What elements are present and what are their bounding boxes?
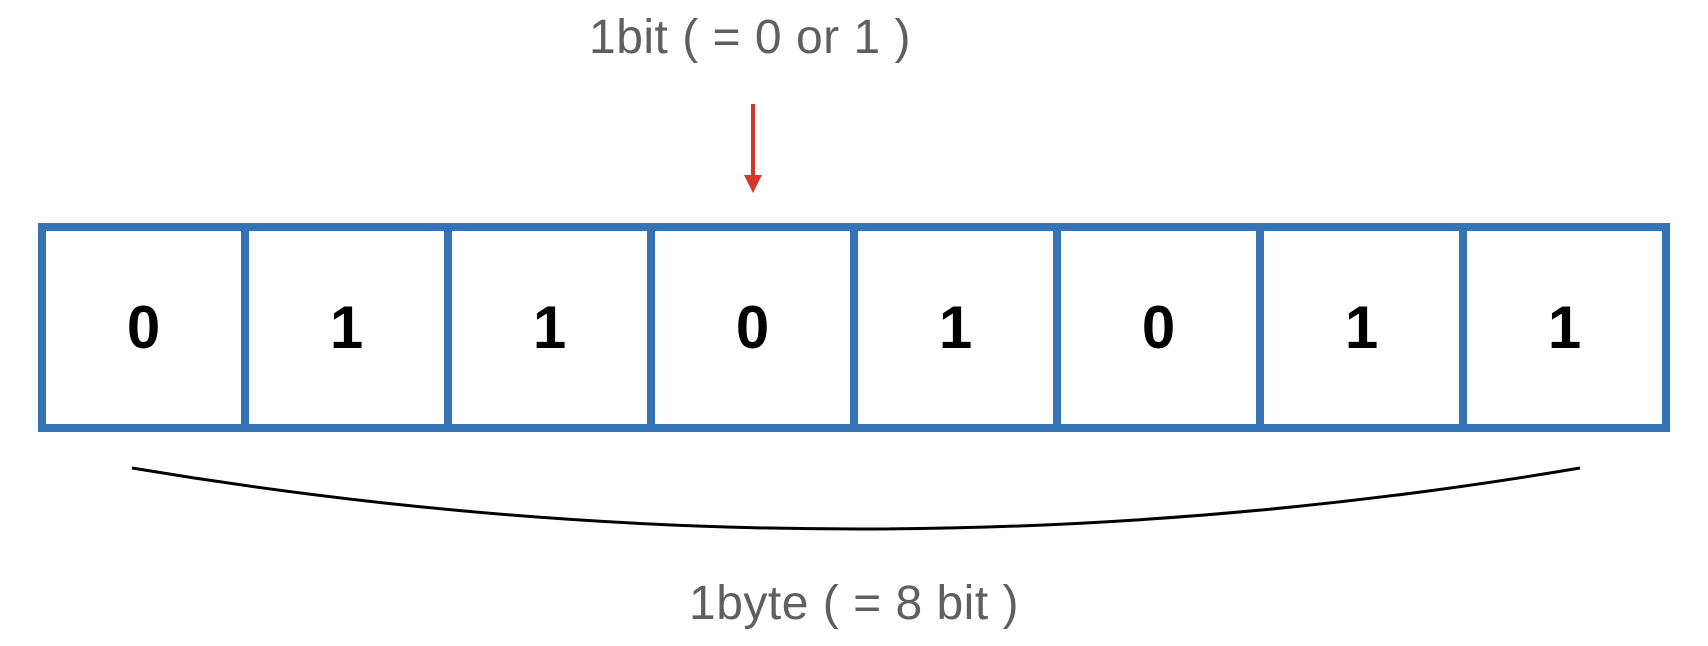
byte-cells: 0 1 1 0 1 0 1 1 — [38, 223, 1670, 432]
bit-cell: 0 — [46, 231, 241, 424]
down-arrow-icon — [744, 104, 762, 193]
bit-cell: 1 — [1264, 231, 1459, 424]
curly-brace-icon — [131, 466, 1581, 531]
bit-label: 1bit ( = 0 or 1 ) — [589, 11, 911, 64]
bit-cell: 1 — [452, 231, 647, 424]
bit-cell: 1 — [249, 231, 444, 424]
bit-cell: 0 — [1061, 231, 1256, 424]
bit-cell: 0 — [655, 231, 850, 424]
bit-cell: 1 — [1467, 231, 1662, 424]
byte-label: 1byte ( = 8 bit ) — [689, 577, 1019, 630]
bit-cell: 1 — [858, 231, 1053, 424]
